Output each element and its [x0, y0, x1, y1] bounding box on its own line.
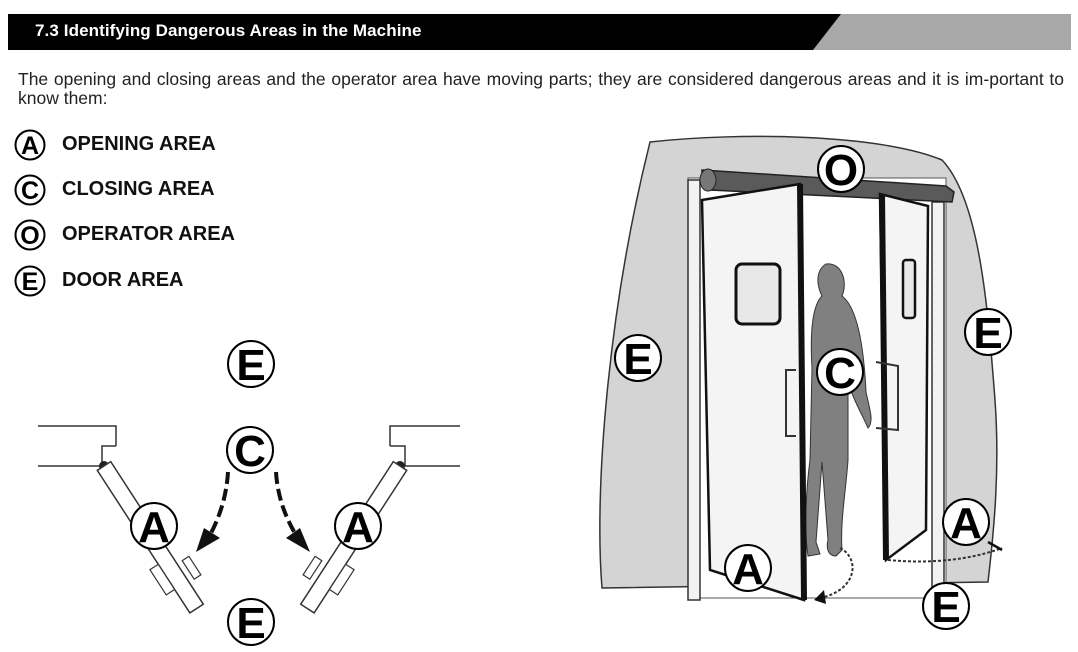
door-window-left [734, 262, 782, 326]
svg-text:A: A [732, 545, 764, 594]
svg-text:E: E [236, 599, 265, 648]
zone-badge-top-e: E [227, 340, 275, 390]
door-plan-diagram: E C A A E [38, 340, 460, 648]
svg-text:E: E [236, 341, 265, 390]
door-handle-right [875, 361, 899, 432]
door-handle-left [785, 369, 796, 437]
legend-item-opening-area: A OPENING AREA [14, 127, 334, 163]
legend-label-door-area: DOOR AREA [62, 269, 184, 291]
svg-text:C: C [234, 427, 266, 476]
zone-badge-left-a: A [130, 502, 178, 552]
legend-label-closing-area: CLOSING AREA [62, 178, 215, 200]
svg-text:C: C [21, 177, 39, 205]
legend-label-opening-area: OPENING AREA [62, 133, 216, 155]
section-header: 7.3 Identifying Dangerous Areas in the M… [8, 14, 1071, 50]
svg-text:E: E [623, 335, 652, 384]
zone-badge-center-c: C [226, 426, 274, 476]
badge-a-icon: A [14, 129, 46, 161]
zone-badge-closing-c: C [816, 348, 864, 398]
legend-item-operator-area: O OPERATOR AREA [14, 217, 334, 253]
zone-badge-floor-e: E [922, 582, 970, 632]
arrow-head-right-icon [286, 528, 310, 552]
zone-badge-bottom-e: E [227, 598, 275, 648]
door-leaf-left [700, 182, 806, 602]
swing-arrow-icon [814, 590, 826, 604]
zone-badge-wall-left-e: E [614, 334, 662, 384]
intro-paragraph: The opening and closing areas and the op… [18, 69, 1064, 108]
zone-badge-wall-right-e: E [964, 308, 1012, 358]
zone-badge-left-a: A [724, 544, 772, 594]
arrow-head-left-icon [196, 528, 220, 552]
svg-text:E: E [973, 309, 1002, 358]
badge-c-icon: C [14, 174, 46, 206]
zone-badge-right-a: A [334, 502, 382, 552]
badge-o-icon: O [14, 219, 46, 251]
svg-text:O: O [20, 222, 39, 250]
svg-text:A: A [342, 503, 374, 552]
section-title: 7.3 Identifying Dangerous Areas in the M… [35, 21, 422, 40]
svg-text:A: A [950, 499, 982, 548]
zone-badge-right-a: A [942, 498, 990, 548]
svg-text:O: O [824, 146, 858, 195]
operator-person [805, 263, 872, 557]
legend-item-door-area: E DOOR AREA [14, 263, 334, 299]
badge-e-icon: E [14, 265, 46, 297]
header-bar-shape [8, 14, 1071, 50]
svg-text:E: E [931, 583, 960, 632]
svg-text:A: A [21, 132, 39, 160]
legend-item-closing-area: C CLOSING AREA [14, 172, 334, 208]
legend-label-operator-area: OPERATOR AREA [62, 223, 235, 245]
svg-text:E: E [22, 268, 39, 296]
door-window-right [901, 258, 917, 320]
door-illustration: O E E C A A E [599, 135, 1012, 632]
svg-text:A: A [138, 503, 170, 552]
svg-text:C: C [824, 349, 856, 398]
zone-badge-operator-o: O [817, 145, 865, 195]
